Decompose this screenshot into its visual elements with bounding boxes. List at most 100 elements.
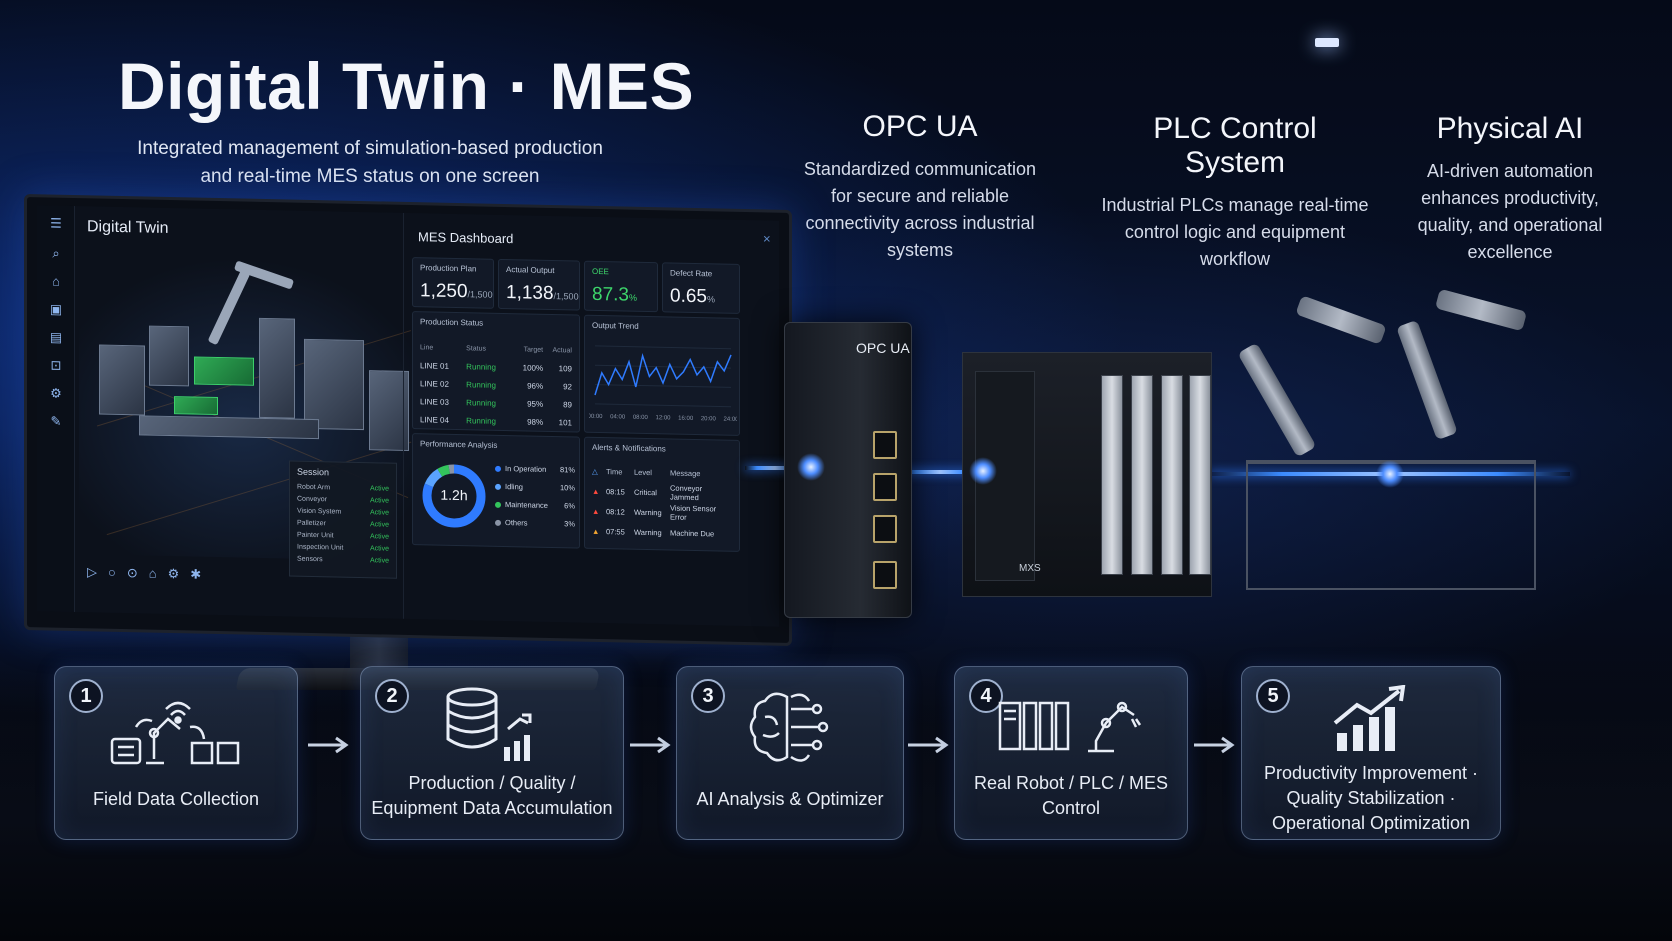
- step-label: Production / Quality / Equipment Data Ac…: [371, 773, 613, 818]
- plc-title: PLC Control System: [1153, 112, 1317, 179]
- robot-arm: [207, 269, 251, 346]
- ai-brain-icon: [749, 692, 829, 762]
- production-status-card: Production Status Line Status Target Act…: [412, 311, 580, 433]
- ethernet-port: [873, 431, 897, 459]
- gridline: [595, 403, 731, 408]
- step-field-data-collection[interactable]: 1 Field Data Collection: [54, 666, 298, 840]
- step-number: 5: [1256, 679, 1290, 713]
- arrow-right-icon: [908, 736, 949, 754]
- physical-ai-title: Physical AI: [1436, 112, 1584, 145]
- page-title: Digital Twin · MES: [118, 49, 695, 123]
- opc-ua-column: OPC UA Standardized communication for se…: [795, 110, 1045, 264]
- opc-ua-device-label: OPC UA: [856, 340, 910, 356]
- alerts-header: △ Time Level Message: [592, 466, 701, 478]
- plc-io-module: [1131, 375, 1153, 575]
- step-data-accumulation[interactable]: 2 Production / Quality / Equipment Data …: [360, 666, 624, 840]
- kpi-card-defect-rate: Defect Rate 0.65%: [662, 262, 740, 314]
- robot-arm: [1396, 319, 1458, 441]
- step-real-control[interactable]: 4 Real Robot / PLC / MES Control: [954, 666, 1188, 840]
- connection-beam: [745, 466, 805, 470]
- opc-ua-title: OPC UA: [862, 110, 978, 143]
- donut-center-value: 1.2h: [440, 486, 468, 504]
- kpi-card-actual-output: Actual Output 1,138/1,500: [498, 258, 580, 311]
- machine-block: [304, 338, 364, 431]
- x-tick-label: 20:00: [701, 416, 717, 422]
- field-data-collection-icon: [110, 701, 240, 765]
- trend-line: [594, 352, 732, 396]
- session-title: Session: [297, 466, 330, 478]
- mes-title: MES Dashboard: [418, 229, 514, 247]
- step-ai-analysis[interactable]: 3 AI Analysis & Optimizer: [676, 666, 904, 840]
- search-icon[interactable]: ⌕: [52, 245, 60, 261]
- step-number: 1: [69, 679, 103, 713]
- warning-icon: ▲: [592, 506, 600, 516]
- edit-icon[interactable]: ✎: [50, 413, 62, 429]
- ethernet-port: [873, 515, 897, 543]
- kpi-card-oee: OEE 87.3%: [584, 260, 658, 313]
- conveyor-block: [139, 415, 319, 440]
- step-productivity-improvement[interactable]: 5 Productivity Improvement · Quality Sta…: [1241, 666, 1501, 840]
- plc-desc: Industrial PLCs manage real-time control…: [1101, 195, 1369, 269]
- warning-icon: ▲: [592, 486, 600, 496]
- digital-twin-title: Digital Twin: [87, 218, 169, 237]
- plc-column: PLC Control System Industrial PLCs manag…: [1100, 112, 1370, 273]
- physical-ai-column: Physical AI AI-driven automation enhance…: [1400, 112, 1620, 266]
- plc-brand-label: MXS: [1019, 563, 1041, 574]
- active-station: [194, 356, 254, 386]
- connection-beam: [900, 470, 980, 474]
- x-tick-label: 00:00: [589, 414, 603, 420]
- donut-slice: [422, 464, 486, 528]
- menu-icon[interactable]: ☰: [50, 215, 62, 231]
- x-tick-label: 12:00: [655, 415, 671, 421]
- kpi-card-production-plan: Production Plan 1,250/1,500: [412, 257, 494, 309]
- x-tick-label: 24:00: [723, 417, 737, 423]
- step-number: 4: [969, 679, 1003, 713]
- step-number: 2: [375, 679, 409, 713]
- alert-row[interactable]: ▲ 08:12 Warning Vision Sensor Error: [592, 503, 717, 522]
- ceiling-light: [1315, 38, 1339, 47]
- settings-icon[interactable]: ⚙: [50, 385, 62, 401]
- mes-dashboard: MES Dashboard ✕ Production Plan 1,250/1,…: [403, 212, 779, 627]
- step-label: Productivity Improvement · Quality Stabi…: [1263, 763, 1479, 833]
- chart-icon[interactable]: ▤: [49, 329, 63, 345]
- plc-robot-icon: [998, 701, 1142, 753]
- plc-io-module: [1189, 375, 1211, 575]
- alert-row[interactable]: ▲ 07:55 Warning Machine Due: [592, 526, 715, 538]
- alert-row[interactable]: ▲ 08:15 Critical Conveyor Jammed: [592, 483, 703, 503]
- machine-block: [149, 325, 189, 387]
- alert-icon: △: [592, 466, 598, 476]
- robot-arm: [1295, 295, 1387, 345]
- production-status-table: Line Status Target Actual LINE 01 Runnin…: [420, 338, 572, 431]
- active-conveyor: [174, 396, 218, 416]
- plc-io-module: [1161, 375, 1183, 575]
- monitor-screen: ☰ ⌕ ⌂ ▣ ▤ ⊡ ⚙ ✎ Digital Twin ▷○⊙⌂⚙✱: [37, 205, 779, 627]
- database-icon: [446, 687, 532, 761]
- alerts-card: Alerts & Notifications △ Time Level Mess…: [584, 436, 740, 552]
- growth-chart-icon: [1333, 685, 1406, 751]
- glow-connector: [1376, 460, 1404, 488]
- digital-twin-sidebar: ☰ ⌕ ⌂ ▣ ▤ ⊡ ⚙ ✎: [37, 205, 75, 613]
- document-icon[interactable]: ▣: [49, 301, 63, 317]
- gridline: [595, 345, 731, 350]
- opc-ua-desc: Standardized communication for secure an…: [803, 159, 1037, 260]
- table-row[interactable]: LINE 04 Running 98% 101: [420, 414, 572, 427]
- glow-connector: [969, 457, 997, 485]
- playback-controls[interactable]: ▷○⊙⌂⚙✱: [87, 564, 213, 582]
- home-icon[interactable]: ⌂: [52, 273, 60, 289]
- x-tick-label: 08:00: [633, 415, 649, 421]
- close-icon[interactable]: ✕: [762, 234, 771, 246]
- x-tick-label: 04:00: [610, 414, 626, 420]
- machine-block: [99, 344, 145, 416]
- arrow-right-icon: [630, 736, 671, 754]
- gridline: [595, 364, 731, 369]
- glow-connector: [797, 453, 825, 481]
- gridline: [595, 384, 731, 388]
- inspect-icon[interactable]: ⊡: [50, 357, 62, 373]
